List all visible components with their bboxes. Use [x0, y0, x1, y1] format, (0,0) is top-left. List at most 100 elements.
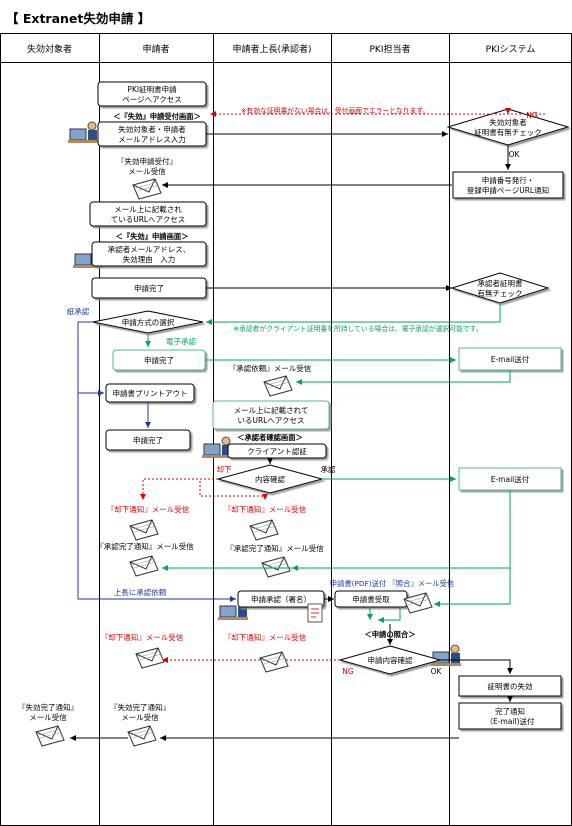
paper-route-arrow — [77, 321, 104, 396]
person-icon-2-desk — [73, 265, 103, 268]
input-reason-box-label: 失効理由 入力 — [123, 254, 176, 264]
approve-done-applicant-label: 『承認完了通知』メール受信 — [96, 541, 194, 551]
envelope-icon-4 — [249, 519, 279, 541]
person-icon-4-monitor — [219, 605, 237, 618]
lane-header: 申請者 — [142, 43, 169, 55]
content-check-diamond — [216, 464, 324, 494]
apply-done-p-box-label: 申請完了 — [133, 435, 163, 445]
envelope-icon-8 — [135, 647, 165, 669]
check-cert-label: 失効対象者 — [489, 117, 527, 127]
reject-mail-boss-label: 『却下通知』メール受信 — [224, 504, 307, 514]
ok2-arrow — [440, 659, 513, 674]
reject-mail-applicant-label: 『却下通知』メール受信 — [107, 504, 190, 514]
document-icon-lines — [311, 608, 319, 618]
issue-number-box-label: 登録申請ページURL通知 — [467, 185, 549, 195]
person-icon-3-monitor — [203, 443, 221, 456]
ask-boss-arrow — [77, 393, 236, 602]
envelope-icon-10-lines — [38, 728, 63, 739]
person-icon-5-desk — [431, 663, 461, 666]
apply-done-p-box-box — [105, 429, 191, 451]
envelope-icon-1-lines — [135, 181, 160, 192]
envelope-icon-5 — [129, 555, 159, 577]
envelope-icon-3-lines — [132, 522, 157, 533]
envelope-icon-11-lines — [130, 728, 155, 739]
done-notice-box-label: 完了通知 — [495, 706, 525, 716]
email1-to-boss-arrow — [296, 370, 511, 385]
person-icon-1-head — [87, 121, 97, 131]
applicant-done-mail-label: 『失効完了通知』 — [110, 702, 170, 712]
envelope-icon-6 — [261, 556, 291, 578]
person-icon-4-body — [238, 607, 247, 618]
approver-access-box-label: いるURLへアクセス — [237, 416, 304, 425]
ng2-label: NG — [342, 667, 354, 676]
envelope-icon-7 — [403, 592, 433, 614]
input-email-box-label: 失効対象者・申請者 — [118, 124, 186, 134]
envelope-icon-1 — [132, 178, 162, 200]
email-send2-box-label: E-mail送付 — [491, 474, 530, 484]
note-no-cert: ※有効な証明書がない場合は、受付画面でエラーとなります。 — [241, 106, 429, 115]
printout-box-label: 申請書プリントアウト — [113, 388, 188, 398]
issue-number-box-label: 申請番号発行・ — [482, 175, 535, 185]
lane-header: 申請者上長(承認者) — [232, 43, 311, 55]
client-auth-box-label: クライアント認証 — [247, 446, 307, 456]
envelope-icon-8-lines — [138, 650, 163, 661]
note-client-cert: ※承認者がクライアント証明書を所持している場合は、電子承認が選択可能です。 — [233, 324, 482, 333]
content-check2-label: 申請内容確認 — [368, 655, 413, 665]
person-icon-1-desk — [68, 140, 98, 143]
approver-access-box-label: メール上に記載されて — [234, 405, 309, 415]
applicant-done-mail-label: メール受信 — [121, 712, 159, 722]
reject-to-boss-arrow — [199, 478, 268, 500]
envelope-icon-3 — [129, 519, 159, 541]
e-approval-label: 電子承認 — [166, 336, 196, 346]
person-icon-5-head — [450, 644, 460, 654]
lane-header: PKIシステム — [486, 44, 536, 55]
content-check2-diamond — [338, 645, 442, 675]
target-done-mail-label: メール受信 — [29, 712, 67, 722]
shokai-mail-arrow — [434, 568, 511, 607]
reject-to-applicant-arrow — [140, 478, 218, 500]
ng-label: NG — [526, 111, 538, 120]
ok2-label: OK — [431, 667, 443, 676]
done-notice-box-label: （E-mail)送付 — [486, 716, 535, 726]
reject-mail-applicant2-label: 『却下通知』メール受信 — [101, 632, 184, 642]
check-approver-label: 有無チェック — [478, 288, 523, 298]
approver-access-box-box — [212, 400, 330, 430]
form-receive-box-label: 申請書受取 — [352, 594, 390, 604]
approval-mail-label: 『承認依頼』メール受信 — [229, 363, 312, 373]
pki-access-box-label: ページへアクセス — [122, 95, 181, 104]
select-method-label: 申請方式の選択 — [122, 317, 175, 327]
mail-to-receive-arrow — [378, 607, 401, 623]
approver-screen-label: ＜承認者確認画面＞ — [237, 433, 303, 442]
client-auth-box-box — [227, 443, 327, 459]
envelope-icon-10 — [35, 725, 65, 747]
pki-access-box-label: PKI証明書申請 — [127, 84, 177, 94]
issue-number-box-box — [452, 171, 564, 199]
printout-box-box — [105, 383, 195, 403]
paper-approval-label: 紙承認 — [67, 306, 90, 316]
envelope-icon-4-lines — [252, 522, 277, 533]
envelope-icon-5-lines — [132, 558, 157, 569]
access-url-box-box — [89, 201, 207, 227]
content-check-label: 内容確認 — [255, 474, 285, 484]
pki-access-box-box — [97, 81, 207, 107]
receipt-mail-label: 『失効申請受付』 — [117, 156, 177, 166]
person-icon-1-monitor — [69, 128, 87, 141]
email-send1-box-label: E-mail送付 — [491, 354, 530, 364]
check-approver-diamond — [450, 272, 550, 304]
check-approver-label: 承認者証明書 — [478, 278, 523, 288]
lane-header: 失効対象者 — [27, 43, 72, 55]
receipt-mail-label: メール受信 — [128, 166, 166, 176]
input-email-box-label: メールアドレス入力 — [118, 134, 186, 144]
target-done-mail-label: 『失効完了通知』 — [18, 702, 78, 712]
page-title: 【 Extranet失効申請 】 — [6, 11, 151, 26]
envelope-icon-9 — [259, 651, 289, 673]
shikou-screen2-label: ＜『失効』申請画面＞ — [116, 232, 189, 241]
shokai-mail-label: 申請書(PDF)送付 『照合』メール受信 — [330, 579, 454, 588]
envelope-icon-11 — [127, 725, 157, 747]
shikou-screen-label: ＜『失効』申請受付画面＞ — [113, 112, 201, 121]
reject-mail-boss2-label: 『却下通知』メール受信 — [224, 632, 307, 642]
sign-approval-box-label: 申請承認（署名） — [251, 594, 311, 604]
envelope-icon-7-lines — [406, 595, 431, 606]
person-icon-2-monitor — [74, 253, 92, 266]
